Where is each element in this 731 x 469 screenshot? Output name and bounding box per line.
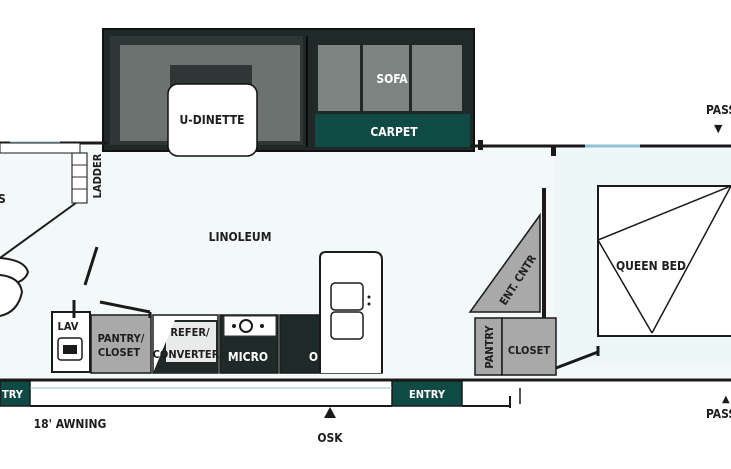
sofa-cushion-3 — [412, 45, 462, 111]
wall-stub — [551, 146, 556, 156]
entry-right-label: ENTRY — [409, 388, 446, 401]
bath-wall — [0, 142, 81, 154]
pantry-closet — [90, 314, 152, 374]
slide-out: U-DINETTE SOFA CARPET — [102, 28, 475, 157]
lav-label: LAV — [58, 320, 79, 333]
sofa-cushion-2 — [363, 45, 409, 111]
sofa-label: SOFA — [376, 72, 408, 86]
ent-center — [468, 212, 541, 313]
dinette-bench-right — [252, 45, 300, 141]
dinette-label: U-DINETTE — [179, 113, 244, 127]
entry-step-left — [0, 380, 31, 407]
awning-label: 18' AWNING — [34, 417, 107, 431]
galley: LAV PANTRY/ CLOSET REFER/ CONVERTER MICR… — [51, 246, 383, 374]
arrow-up-icon: ▲ — [722, 394, 730, 405]
pass-label-top: PASS — [706, 103, 731, 117]
left-edge-letter: S — [0, 192, 6, 206]
carpet-area — [315, 114, 470, 147]
closet-label: CLOSET — [508, 344, 550, 357]
pantry-label: PANTRY — [483, 325, 496, 369]
osk-label: OSK — [317, 431, 343, 445]
ladder — [71, 152, 88, 204]
sink-basin-2 — [330, 311, 364, 340]
entry-left-label: TRY — [2, 388, 24, 401]
arrow-down-icon: ▼ — [714, 122, 723, 135]
ladder-label: LADDER — [91, 153, 104, 198]
stove-top — [223, 315, 277, 337]
entry-step-right — [391, 380, 463, 407]
pantry-closet-label-2: CLOSET — [98, 346, 140, 359]
burner-icon — [239, 319, 253, 333]
bedroom: QUEEN BED — [596, 185, 731, 337]
refer-label-1: REFER/ — [170, 326, 210, 339]
sink-basin-1 — [330, 282, 364, 311]
pass-label-bottom: PASS — [706, 407, 731, 421]
bath-fixture-2 — [0, 274, 24, 317]
dinette-table — [167, 83, 258, 157]
queen-bed-label: QUEEN BED — [616, 259, 686, 273]
micro-label: MICRO — [228, 350, 268, 364]
bed-fold-line — [596, 185, 731, 334]
wall-stub — [478, 140, 483, 150]
rear-bath: LADDER S — [0, 142, 104, 317]
dinette-bench-left — [120, 45, 170, 141]
entry-steps: TRY ENTRY — [0, 380, 463, 407]
dinette-back — [170, 45, 252, 65]
pantry-closet-label-1: PANTRY/ — [98, 332, 145, 345]
osk-arrow-icon — [324, 407, 336, 418]
ent-center-block: ENT. CNTR PANTRY CLOSET — [468, 188, 600, 376]
linoleum-label: LINOLEUM — [209, 230, 272, 244]
closet — [501, 317, 557, 376]
carpet-label: CARPET — [370, 125, 418, 139]
sofa-cushion-1 — [318, 45, 360, 111]
refer-label-2: CONVERTER — [153, 348, 220, 361]
